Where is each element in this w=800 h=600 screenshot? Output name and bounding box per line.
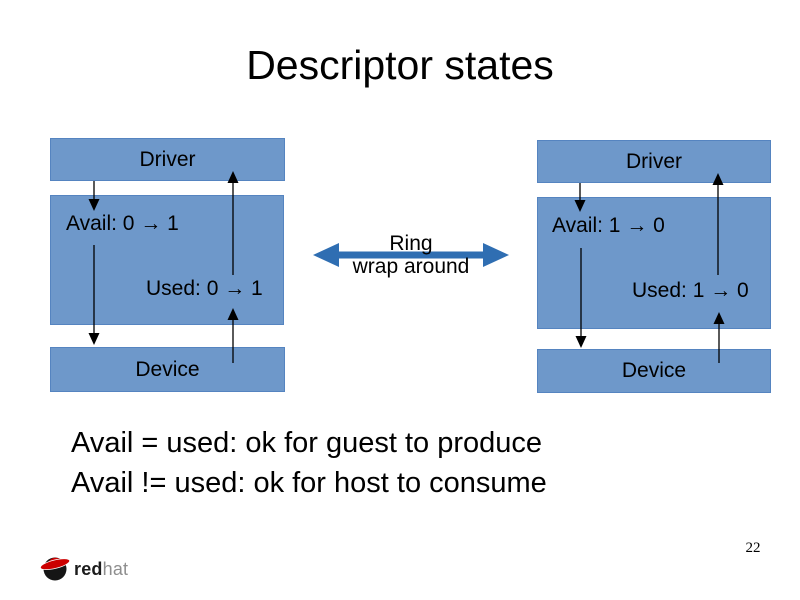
redhat-logo-text-red: red [74, 559, 103, 579]
left-driver-label: Driver [139, 147, 196, 171]
left-device-label: Device [135, 357, 200, 381]
left-used-label: Used: 0 → 1 [146, 277, 263, 300]
ring-caption-line1: Ring [389, 232, 433, 255]
left-avail-label: Avail: 0 → 1 [66, 212, 179, 235]
right-device-box: Device [537, 349, 771, 393]
right-driver-label: Driver [626, 149, 682, 173]
right-avail-label: Avail: 1 → 0 [552, 214, 665, 237]
right-device-label: Device [621, 359, 687, 382]
left-driver-box: Driver [50, 138, 285, 181]
left-ring-box [50, 195, 284, 325]
redhat-logo-text-hat: hat [102, 559, 129, 579]
right-ring-box [537, 197, 771, 329]
ring-caption-line2: wrap around [352, 255, 470, 278]
ring-wrap-around-arrow [313, 243, 509, 267]
right-used-label: Used: 1 → 0 [632, 279, 749, 302]
left-device-box: Device [50, 347, 285, 392]
redhat-shadowman-icon [40, 557, 70, 581]
note-line-2: Avail != used: ok for host to consume [71, 467, 547, 499]
note-line-1: Avail = used: ok for guest to produce [71, 427, 543, 459]
page-number: 22 [745, 540, 761, 556]
right-driver-box: Driver [537, 140, 771, 183]
slide-title: Descriptor states [246, 42, 554, 88]
